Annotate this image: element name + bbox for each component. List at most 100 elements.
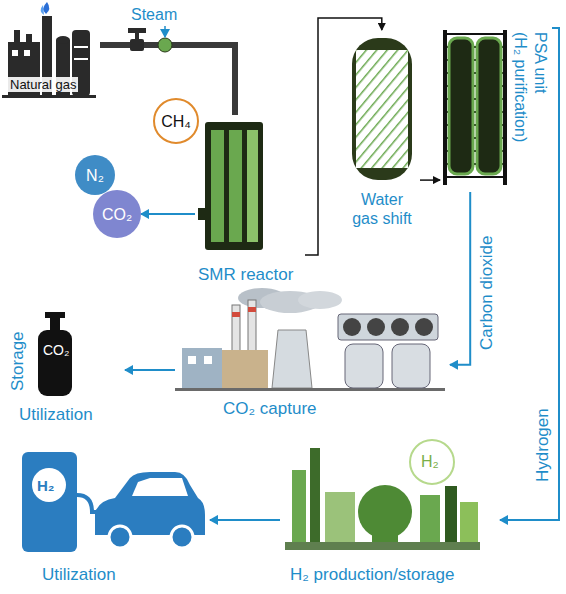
illustration-shape — [41, 5, 44, 15]
production-plant: H₂ H₂ production/storage — [280, 425, 500, 590]
co2-capture-plant — [175, 288, 445, 391]
illustration-shape — [12, 50, 18, 56]
end-use: H₂ Utilization — [10, 435, 210, 590]
process-unit: SMR reactor — [195, 115, 305, 290]
edge-label: Hydrogen — [534, 408, 552, 482]
illustration-shape — [503, 30, 507, 185]
illustration-shape — [205, 122, 263, 250]
valve-body — [130, 39, 144, 51]
illustration-shape — [445, 486, 457, 542]
illustration-shape — [188, 356, 196, 364]
illustration-shape — [352, 38, 412, 180]
node-label: SMR reactor — [198, 265, 293, 284]
node-label: Utilization — [19, 405, 93, 424]
node-label: N₂ — [86, 166, 104, 185]
illustration-shape — [247, 130, 258, 242]
illustration-shape — [298, 291, 342, 309]
flow-arrow — [125, 369, 175, 371]
illustration-shape — [232, 305, 240, 353]
node-label: PSA unit — [531, 32, 550, 93]
illustration-shape — [391, 318, 409, 336]
illustration-shape — [285, 542, 480, 550]
illustration-shape — [24, 50, 30, 56]
illustration-shape — [415, 318, 433, 336]
illustration-shape — [2, 95, 96, 98]
illustration-shape — [443, 34, 507, 177]
illustration-shape — [109, 526, 131, 548]
illustration-shape — [338, 314, 438, 340]
gas-circle: CH₄ — [153, 98, 199, 144]
illustration-shape — [229, 130, 242, 242]
valve-handle — [128, 28, 146, 33]
fuel-pump-and-car — [22, 452, 205, 552]
illustration-shape — [43, 2, 49, 14]
steam-arrow — [164, 26, 166, 37]
illustration-shape — [204, 356, 212, 364]
water-gas-shift-vessel — [352, 38, 412, 180]
illustration-shape — [77, 495, 96, 512]
illustration-shape — [26, 34, 32, 44]
storage-unit: StorageCO₂Utilization — [5, 305, 125, 430]
illustration-shape — [358, 485, 412, 539]
illustration-shape — [248, 300, 256, 353]
plant-icon: Natural gas — [5, 5, 100, 100]
node-label: Utilization — [42, 565, 116, 584]
hydrogen-plant — [285, 440, 480, 550]
illustration-shape — [343, 318, 361, 336]
illustration-shape — [38, 330, 72, 396]
illustration-shape — [292, 470, 306, 542]
illustration-shape — [171, 526, 193, 548]
node-label: CO₂ capture — [223, 399, 317, 418]
illustration-shape — [222, 350, 268, 388]
illustration-shape — [410, 440, 454, 484]
illustration-shape — [211, 130, 224, 242]
node-label: H₂ — [37, 476, 55, 495]
illustration-shape — [32, 468, 66, 502]
node-label: CO₂ — [102, 205, 132, 224]
illustration-shape — [420, 495, 440, 542]
illustration-shape — [50, 318, 60, 332]
illustration-shape — [14, 30, 20, 44]
illustration-shape — [372, 535, 398, 542]
node-label: Natural gas — [8, 77, 78, 92]
natural-gas-plant — [2, 2, 96, 98]
illustration-shape — [325, 492, 355, 542]
process-unit: Water gas shift — [345, 30, 420, 245]
psa-unit — [443, 30, 507, 185]
flow-arrow — [420, 179, 440, 181]
illustration-shape — [460, 502, 478, 542]
process-unit: CO₂ capture — [175, 285, 450, 425]
process-unit: PSA unit(H₂ purification) — [440, 22, 552, 192]
ladder-rung — [443, 176, 507, 178]
flow-arrow — [210, 519, 280, 521]
ladder-rung — [443, 33, 507, 35]
illustration-shape — [477, 38, 501, 174]
node-label: H₂ — [421, 452, 439, 471]
illustration-shape — [356, 50, 408, 168]
illustration-shape — [310, 448, 320, 542]
illustration-shape — [443, 30, 447, 185]
illustration-shape — [45, 312, 65, 318]
node-label: H₂ production/storage — [290, 565, 454, 584]
gas-circle: N₂ — [75, 155, 115, 195]
co2-cylinder — [38, 312, 72, 396]
illustration-shape — [248, 307, 256, 312]
node-label: Water gas shift — [347, 190, 417, 228]
illustration-shape — [182, 348, 222, 388]
illustration-shape — [345, 344, 383, 388]
illustration-shape — [22, 452, 77, 552]
edge-label: Carbon dioxide — [478, 236, 496, 350]
illustration-shape — [232, 312, 240, 317]
illustration-shape — [272, 330, 312, 388]
node-label: Storage — [8, 331, 27, 391]
gas-circle: CO₂ — [93, 190, 141, 238]
illustration-shape — [56, 36, 70, 44]
flow-arrow — [141, 213, 195, 215]
illustration-shape — [449, 38, 473, 174]
illustration-shape — [74, 46, 88, 48]
illustration-shape — [95, 472, 205, 535]
flow-label: Steam — [131, 5, 177, 24]
illustration-shape — [74, 58, 88, 60]
illustration-shape — [392, 344, 430, 388]
flow-arrow — [500, 28, 559, 520]
